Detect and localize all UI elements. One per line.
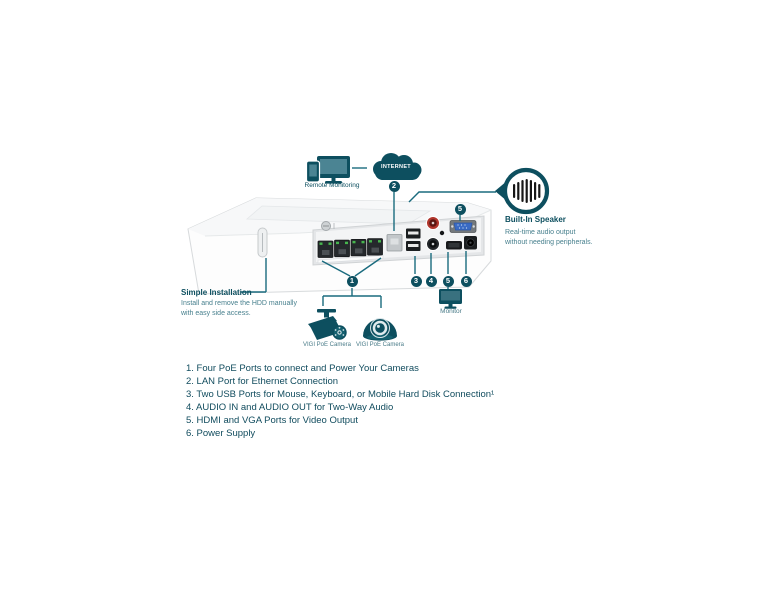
feature-item-6: 6. Power Supply [186,428,256,439]
built-in-speaker-desc-line2: without needing peripherals. [505,238,593,246]
badge-poe: 1 [346,275,358,287]
built-in-speaker-title: Built-In Speaker [505,215,566,224]
feature-item-5: 5. HDMI and VGA Ports for Video Output [186,415,358,426]
feature-item-3: 3. Two USB Ports for Mouse, Keyboard, or… [186,389,495,400]
camera-right-label: VIGI PoE Camera [355,342,405,348]
badge-lan: 2 [388,180,400,192]
badge-audio: 4 [425,275,437,287]
simple-installation-title: Simple Installation [181,288,252,297]
internet-label: INTERNET [381,164,411,170]
monitor-label: Monitor [440,308,462,315]
feature-list: 1. Four PoE Ports to connect and Power Y… [186,362,494,440]
nvr-device [187,197,492,295]
feature-item-2: 2. LAN Port for Ethernet Connection [186,376,339,387]
monitor-icon [439,289,462,309]
line-badge1-to-cameras [322,288,382,308]
audio-led-dot [439,230,445,236]
remote-monitoring-icon [305,156,350,184]
feature-item-4: 4. AUDIO IN and AUDIO OUT for Two-Way Au… [186,402,394,413]
built-in-speaker-desc-line1: Real-time audio output [505,229,576,236]
badge-video-front: 5 [442,275,454,287]
rear-port-panel [312,215,485,266]
feature-item-1: 1. Four PoE Ports to connect and Power Y… [186,363,419,374]
usb-ports [406,228,421,251]
vga-port [449,220,477,233]
simple-installation-desc-line2: with easy side access. [181,309,251,317]
built-in-speaker-icon [495,167,550,215]
audio-out-port [426,237,440,251]
badge-usb: 3 [410,275,422,287]
line-installation-to-slot [241,258,267,293]
bullet-camera-icon [308,309,347,340]
line-poe-to-badge1 [321,257,382,277]
simple-installation-desc-line1: Install and remove the HDD manually [181,300,297,307]
connector-lines [241,167,496,308]
line-device-to-speaker [408,191,496,203]
dome-camera-icon [363,318,397,341]
ground-screw [321,221,335,231]
internet-cloud-icon [373,153,422,180]
hdmi-port [446,241,462,250]
camera-left-label: VIGI PoE Camera [302,342,352,348]
badge-power: 6 [460,275,472,287]
audio-in-port [426,216,440,230]
remote-monitoring-label: Remote Monitoring [304,182,360,189]
poe-ports [317,238,384,264]
hdd-side-slot [257,227,268,258]
lan-port [386,234,403,252]
power-jack [464,236,477,250]
badge-video-rear: 5 [454,203,466,215]
